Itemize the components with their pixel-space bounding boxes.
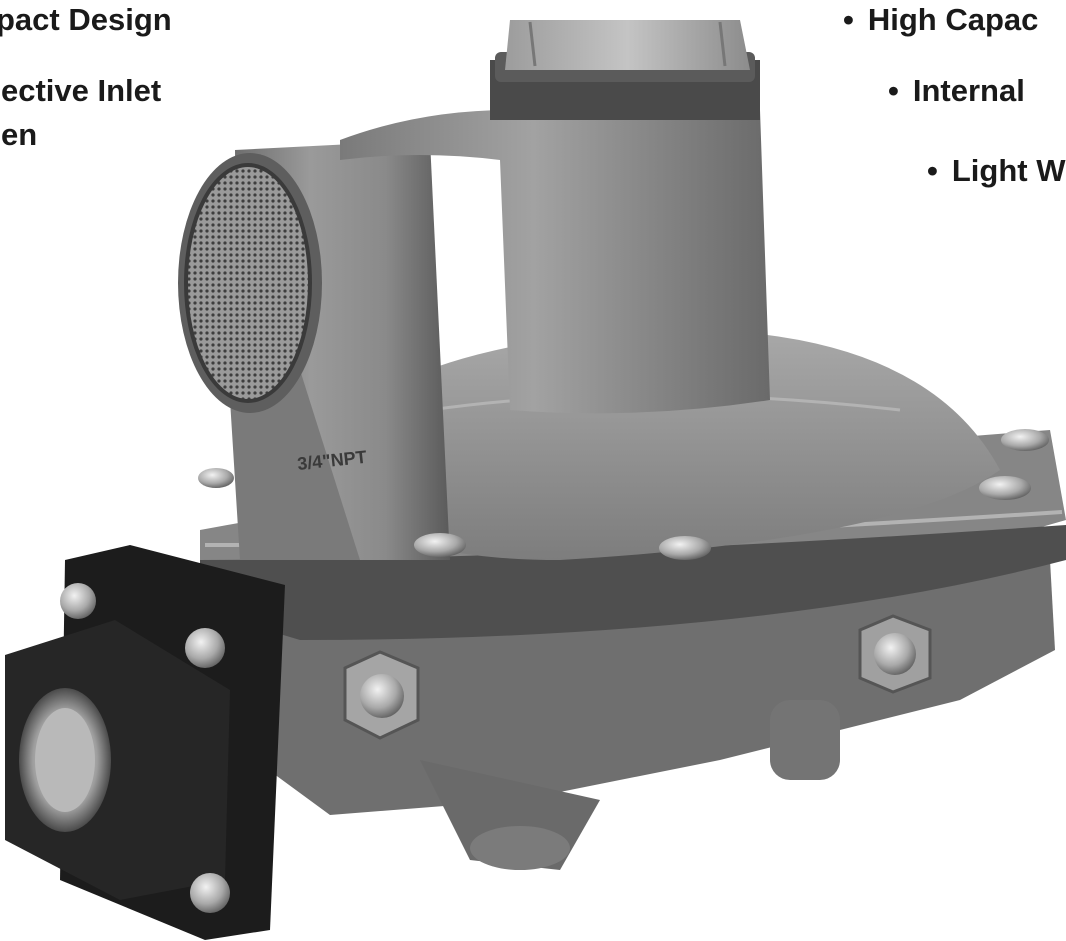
- hex-plugs: [343, 614, 932, 740]
- feature-inlet-screen-text-2: en: [1, 117, 38, 152]
- feature-internal-text: Internal: [912, 73, 1025, 108]
- bolt: [185, 628, 225, 668]
- feature-compact-design-text: pact Design: [0, 2, 172, 37]
- feature-inlet-screen-line-1: ective Inlet: [1, 72, 161, 110]
- feature-inlet-screen-text-1: ective Inlet: [1, 73, 162, 108]
- bullet-glyph: •: [843, 2, 854, 37]
- bolt: [659, 536, 711, 560]
- vent-cap: [505, 20, 750, 70]
- bolt: [190, 873, 230, 913]
- flange-bolts: [60, 429, 1049, 913]
- bolt: [198, 468, 234, 488]
- feature-high-capacity-text: High Capac: [867, 2, 1039, 37]
- regulator-dome: [300, 329, 1000, 560]
- bolt: [1001, 429, 1049, 451]
- feature-light-weight-text: Light W: [951, 153, 1066, 188]
- inlet-screen: [178, 153, 322, 413]
- feature-high-capacity: • High Capac: [843, 1, 1038, 39]
- bolt: [979, 476, 1031, 500]
- feature-compact-design: pact Design: [0, 1, 172, 39]
- bolt: [60, 583, 96, 619]
- bolt: [414, 533, 466, 557]
- outlet-flange: [5, 545, 285, 940]
- feature-light-weight: • Light W: [927, 152, 1065, 190]
- feature-inlet-screen-line-2: en: [1, 116, 37, 154]
- feature-internal: • Internal: [888, 72, 1025, 110]
- bullet-glyph: •: [888, 73, 899, 108]
- bullet-glyph: •: [927, 153, 938, 188]
